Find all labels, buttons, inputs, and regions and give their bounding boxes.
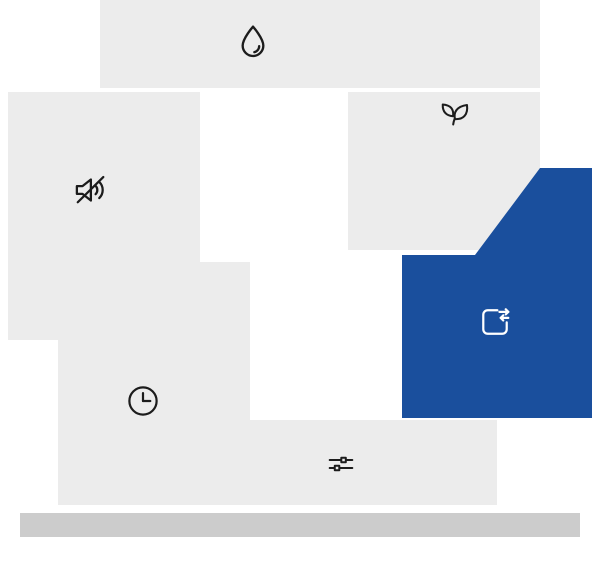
- water-drop-icon: [233, 22, 273, 62]
- sliders-icon: [324, 447, 358, 481]
- clock-icon: [124, 382, 162, 420]
- tile-settings-sliders[interactable]: [58, 420, 497, 505]
- tile-water-drop[interactable]: [100, 0, 540, 88]
- bottom-bar-handle[interactable]: [20, 513, 580, 537]
- remote-transfer-icon: [476, 303, 514, 341]
- tile-clock[interactable]: [58, 262, 250, 420]
- eco-leaves-icon: [435, 95, 473, 133]
- speaker-muted-icon: [69, 169, 111, 211]
